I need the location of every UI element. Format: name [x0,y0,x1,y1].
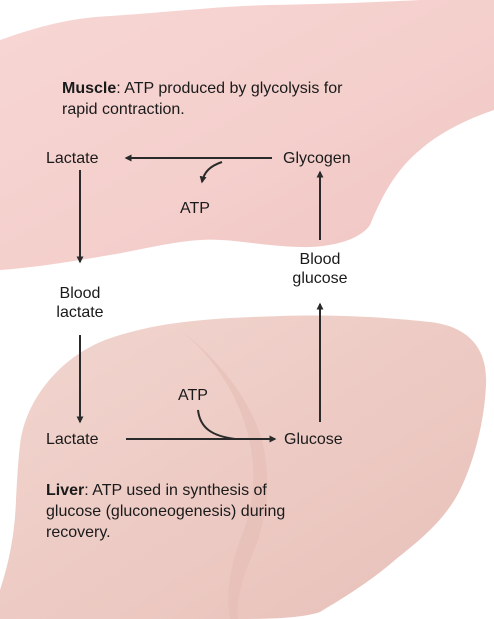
glycogen-label: Glycogen [283,149,351,168]
blood-glucose-line-1: Blood [270,250,370,269]
muscle-caption-title: Muscle [62,80,116,97]
liver-glucose-label: Glucose [284,430,343,449]
blood-lactate-line-2: lactate [30,303,130,322]
blood-glucose-line-2: glucose [270,269,370,288]
muscle-shape [0,0,494,270]
liver-caption-title: Liver [46,482,84,499]
muscle-lactate-label: Lactate [46,149,98,168]
muscle-atp-label: ATP [180,199,210,218]
blood-glucose-label: Blood glucose [270,250,370,288]
liver-atp-label: ATP [178,386,208,405]
blood-lactate-line-1: Blood [30,284,130,303]
liver-lactate-label: Lactate [46,430,98,449]
muscle-caption: Muscle: ATP produced by glycolysis for r… [62,78,352,120]
blood-lactate-label: Blood lactate [30,284,130,322]
liver-caption: Liver: ATP used in synthesis of glucose … [46,480,311,543]
